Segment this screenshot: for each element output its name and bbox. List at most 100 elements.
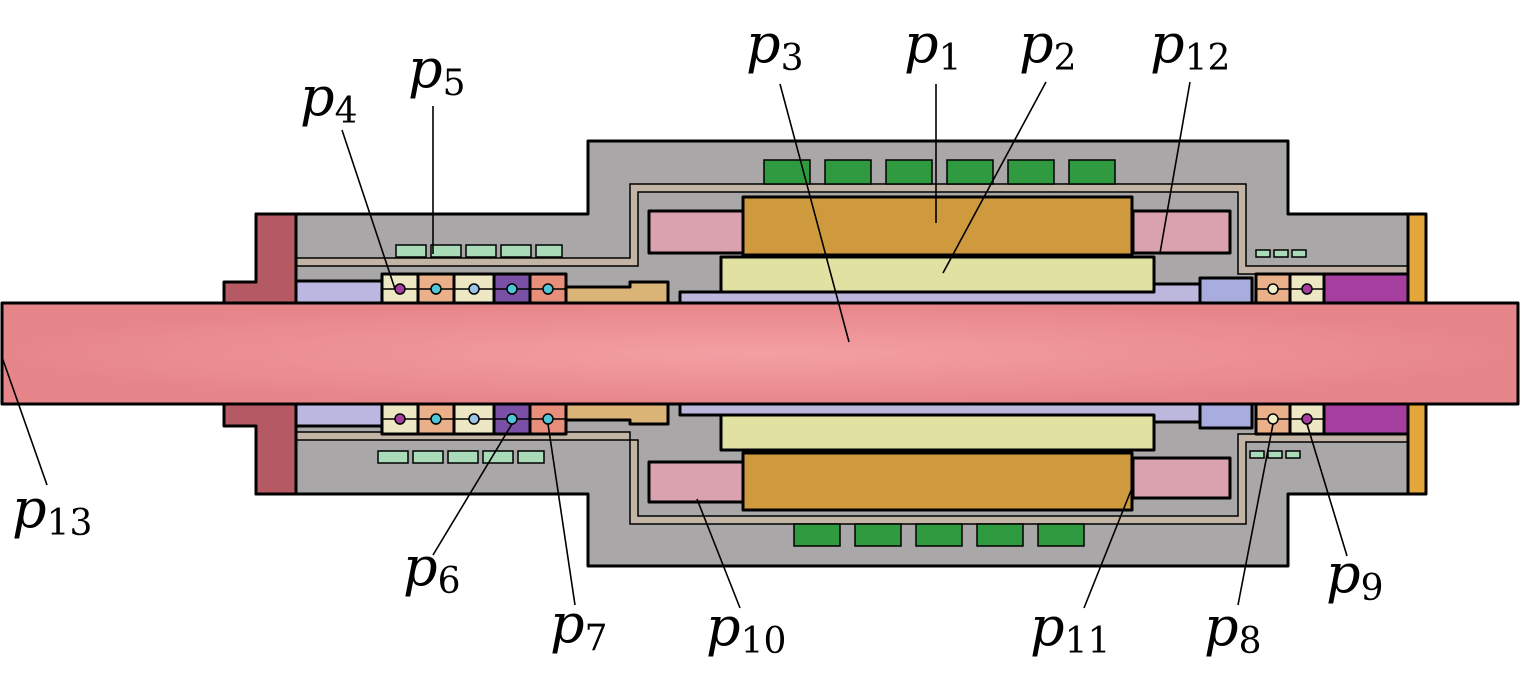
cooling-block <box>1007 159 1055 185</box>
rolling-element <box>506 413 518 425</box>
label-p2-subscript: 2 <box>1054 38 1077 79</box>
label-p5: p5 <box>408 37 465 104</box>
label-p3: p3 <box>746 12 803 79</box>
leader-p8 <box>1237 423 1274 606</box>
label-p10-subscript: 10 <box>741 621 787 662</box>
cooling-groove <box>1255 249 1271 258</box>
label-p7: p7 <box>550 592 607 659</box>
stator-core-lower <box>741 451 1134 512</box>
rolling-element <box>1301 283 1313 295</box>
left-sleeve-upper <box>294 279 384 305</box>
leader-p10 <box>696 498 741 609</box>
label-p10-base: p <box>706 595 741 658</box>
cooling-groove <box>395 244 427 258</box>
rolling-element <box>506 283 518 295</box>
spindle-shaft <box>0 301 1520 406</box>
label-p3-base: p <box>746 12 781 75</box>
cooling-channels-outer-top <box>763 159 1116 185</box>
cooling-groove <box>377 450 409 464</box>
label-p9-base: p <box>1326 542 1361 605</box>
rolling-element <box>468 283 480 295</box>
leader-p9 <box>1306 423 1348 557</box>
label-p5-base: p <box>408 37 443 100</box>
end-ring-right-upper <box>1131 209 1232 255</box>
label-p5-subscript: 5 <box>443 63 466 104</box>
rear-locknut <box>1322 402 1410 436</box>
cooling-channels-outer-bottom <box>793 523 1085 547</box>
leader-p13 <box>1 356 48 486</box>
end-ring-right-lower <box>1131 456 1232 500</box>
cooling-groove <box>1285 450 1301 459</box>
label-p3-subscript: 3 <box>781 38 804 79</box>
leader-lines <box>1 81 1348 609</box>
label-p12-subscript: 12 <box>1185 38 1231 79</box>
cooling-groove <box>1249 450 1265 459</box>
cooling-groove <box>412 450 444 464</box>
label-p4-subscript: 4 <box>335 91 358 132</box>
cooling-groove <box>447 450 479 464</box>
cooling-block <box>763 159 811 185</box>
cooling-groove <box>535 244 563 258</box>
cooling-channels-left-top <box>395 244 563 258</box>
rolling-element <box>430 283 442 295</box>
cooling-block <box>793 523 841 547</box>
label-p11-base: p <box>1030 595 1065 658</box>
rolling-element <box>430 413 442 425</box>
label-p9-subscript: 9 <box>1361 568 1384 609</box>
leader-p6 <box>432 423 513 556</box>
stator-core-upper <box>741 195 1134 257</box>
label-p1: p1 <box>904 12 961 79</box>
rolling-element <box>542 413 554 425</box>
label-p10: p10 <box>706 595 786 662</box>
label-p1-subscript: 1 <box>939 38 962 79</box>
label-p8: p8 <box>1204 595 1261 662</box>
front-bearing-set-upper <box>380 272 568 306</box>
rolling-element <box>1301 413 1313 425</box>
cooling-groove <box>482 450 514 464</box>
cooling-block <box>854 523 902 547</box>
label-p11-subscript: 11 <box>1065 621 1111 662</box>
leader-p2 <box>942 81 1047 274</box>
leader-p3 <box>779 83 850 343</box>
left-sleeve-lower <box>294 402 384 428</box>
cooling-groove <box>1273 249 1289 258</box>
label-p7-base: p <box>550 592 585 655</box>
rolling-element <box>1267 283 1279 295</box>
label-p2-base: p <box>1019 12 1054 75</box>
cooling-channels-right <box>1249 249 1307 459</box>
cooling-block <box>1068 159 1116 185</box>
rear-bearing-set-upper <box>1254 272 1410 306</box>
label-p4-base: p <box>300 65 335 128</box>
rolling-element <box>468 413 480 425</box>
label-p6-subscript: 6 <box>438 561 461 602</box>
cooling-block <box>946 159 994 185</box>
front-bearing-set-lower <box>380 402 568 436</box>
label-p9: p9 <box>1326 542 1383 609</box>
rear-bearing-set-lower <box>1254 402 1410 436</box>
end-ring-left-lower <box>647 460 745 504</box>
part-labels: p1 p2 p3 p4 p5 p6 p7 p8 p9 p10 p11 p12 p… <box>12 12 1383 662</box>
label-p6-base: p <box>403 535 438 598</box>
cooling-groove <box>500 244 532 258</box>
label-p4: p4 <box>300 65 357 132</box>
cooling-groove <box>465 244 497 258</box>
leader-p4 <box>341 129 396 290</box>
leader-p7 <box>547 423 576 606</box>
cooling-block <box>824 159 872 185</box>
label-p7-subscript: 7 <box>585 618 608 659</box>
rolling-element <box>542 283 554 295</box>
label-p2: p2 <box>1019 12 1076 79</box>
label-p8-subscript: 8 <box>1239 621 1262 662</box>
label-p12-base: p <box>1150 12 1185 75</box>
rotor-magnet-upper <box>719 255 1156 294</box>
cooling-block <box>915 523 963 547</box>
rotor-magnet-lower <box>719 413 1156 452</box>
cooling-channels-left-bottom <box>377 450 545 464</box>
cooling-groove <box>1291 249 1307 258</box>
rolling-element <box>1267 413 1279 425</box>
cooling-block <box>976 523 1024 547</box>
leader-p12 <box>1159 81 1191 254</box>
label-p13-base: p <box>12 477 47 540</box>
end-ring-left-upper <box>647 209 745 255</box>
